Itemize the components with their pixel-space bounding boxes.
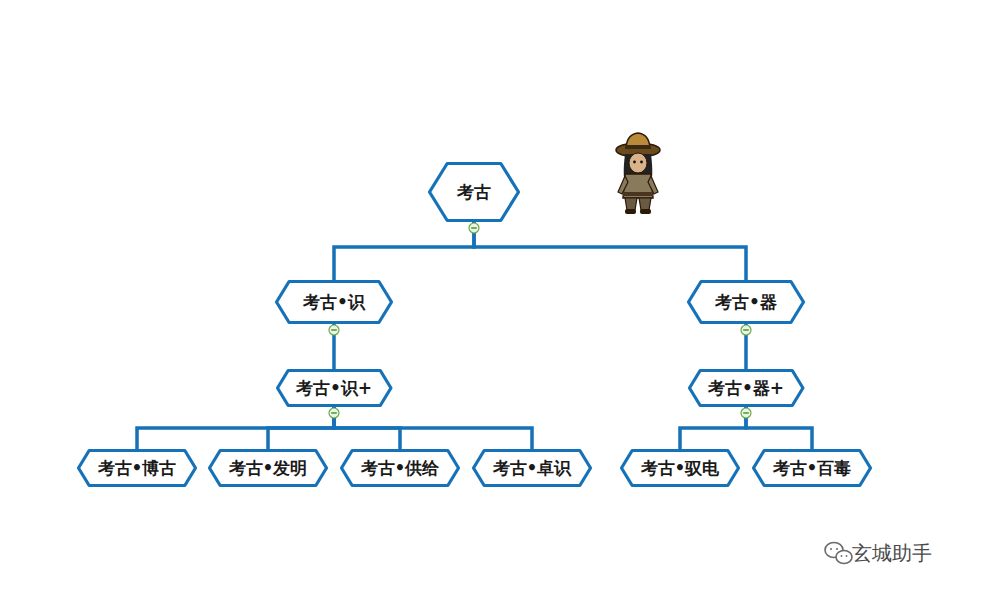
hexagon-node: 考古•发明 xyxy=(208,449,328,487)
node-label: 考古•供给 xyxy=(361,460,440,477)
hexagon-node: 考古•识 xyxy=(275,280,393,324)
node-label: 考古•识+ xyxy=(296,380,372,397)
collapse-marker xyxy=(741,408,751,418)
node-label: 考古•器+ xyxy=(708,380,784,397)
hexagon-node: 考古•识+ xyxy=(276,369,392,407)
node-label: 考古•发明 xyxy=(229,460,308,477)
tree-connector xyxy=(474,222,746,280)
tree-connector xyxy=(137,407,334,449)
hexagon-node: 考古•博古 xyxy=(77,449,197,487)
tree-connector xyxy=(268,407,334,449)
hexagon-node: 考古•百毒 xyxy=(752,449,872,487)
node-label: 考古•博古 xyxy=(98,460,177,477)
explorer-figure xyxy=(616,133,660,214)
node-label: 考古•卓识 xyxy=(493,460,572,477)
hexagon-node: 考古•供给 xyxy=(340,449,460,487)
hexagon-node: 考古 xyxy=(428,162,520,222)
hexagon-node: 考古•器+ xyxy=(688,369,804,407)
node-label: 考古•百毒 xyxy=(773,460,852,477)
node-label: 考古•器 xyxy=(715,294,777,311)
tree-connector xyxy=(680,407,746,449)
node-label: 考古•识 xyxy=(303,294,365,311)
wechat-icon xyxy=(825,543,852,564)
hexagon-node: 考古•器 xyxy=(687,280,805,324)
tree-connector xyxy=(334,222,474,280)
collapse-marker xyxy=(469,223,479,233)
tree-connector xyxy=(334,407,532,449)
collapse-marker xyxy=(329,325,339,335)
collapse-marker xyxy=(329,408,339,418)
node-label: 考古•驭电 xyxy=(641,460,720,477)
hexagon-node: 考古•卓识 xyxy=(472,449,592,487)
hexagon-node: 考古•驭电 xyxy=(620,449,740,487)
node-label: 考古 xyxy=(457,184,491,201)
watermark: 玄城助手 xyxy=(852,540,932,567)
collapse-marker xyxy=(741,325,751,335)
tree-connector xyxy=(746,407,812,449)
